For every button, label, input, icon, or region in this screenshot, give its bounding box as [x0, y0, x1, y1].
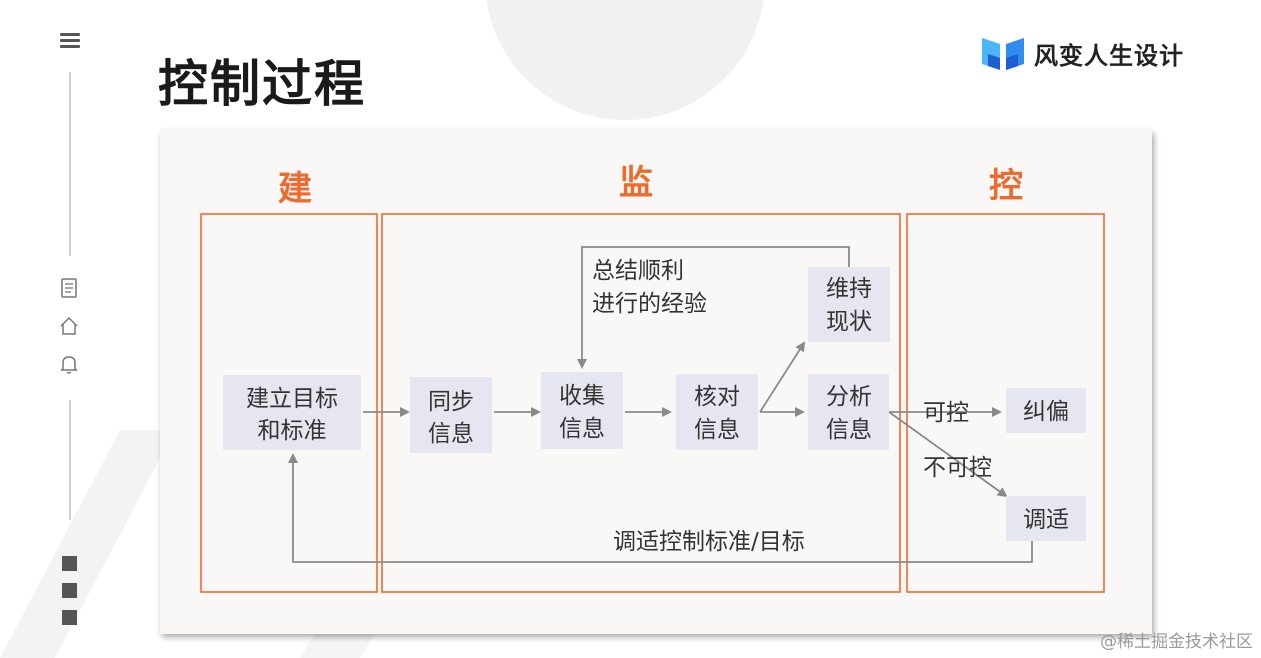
node-adjust-line1: 调适	[1023, 507, 1069, 533]
edge-label-uncontrollable: 不可控	[923, 455, 992, 481]
node-maintain: 维持 现状	[808, 267, 890, 342]
node-maintain-line1: 维持	[826, 276, 872, 302]
node-collect-line2: 信息	[559, 416, 605, 442]
document-icon[interactable]	[58, 277, 80, 299]
node-analyze-line2: 信息	[826, 417, 872, 443]
rail-divider-top	[69, 72, 71, 256]
bell-icon[interactable]	[58, 353, 80, 375]
section-frame-monitor	[381, 213, 901, 593]
edge-label-controllable: 可控	[923, 400, 969, 426]
node-set-goal-line2: 和标准	[258, 418, 327, 444]
edge-maintain-collect	[577, 246, 850, 369]
control-process-diagram: 建 监 控 建立目标 和标准 同步 信息	[200, 163, 1105, 593]
node-adjust: 调适	[1006, 496, 1086, 541]
node-analyze-line1: 分析	[826, 384, 872, 410]
page-title: 控制过程	[158, 55, 366, 113]
node-collect: 收集 信息	[541, 372, 623, 449]
watermark: @稀土掘金技术社区	[1100, 632, 1253, 652]
node-set-goal: 建立目标 和标准	[223, 375, 361, 450]
node-set-goal-line1: 建立目标	[246, 386, 338, 412]
node-sync-line2: 信息	[428, 421, 474, 447]
section-label-build: 建	[278, 169, 312, 209]
section-frame-build	[200, 213, 378, 593]
nav-square-3[interactable]	[62, 610, 77, 625]
section-frame-control	[906, 213, 1105, 593]
node-verify-line1: 核对	[694, 384, 740, 410]
nav-square-1[interactable]	[62, 556, 77, 571]
edge-label-summary-line2: 进行的经验	[592, 291, 707, 317]
menu-icon[interactable]	[60, 33, 80, 49]
diagram-card: 建 监 控 建立目标 和标准 同步 信息	[160, 130, 1152, 634]
section-label-monitor: 监	[619, 163, 653, 203]
node-maintain-line2: 现状	[826, 309, 872, 335]
home-icon[interactable]	[58, 315, 80, 337]
book-logo-icon	[982, 38, 1024, 70]
edge-adjust-goal	[288, 453, 1033, 563]
node-sync: 同步 信息	[410, 377, 492, 453]
rail-divider-bottom	[69, 400, 71, 520]
edge-analyze-adjust	[888, 411, 1008, 498]
background-circle	[485, 0, 765, 120]
edge-label-feedback: 调适控制标准/目标	[613, 529, 805, 555]
nav-square-2[interactable]	[62, 583, 77, 598]
brand-name: 风变人生设计	[1034, 41, 1184, 70]
node-collect-line1: 收集	[559, 383, 605, 409]
connectors	[288, 246, 1033, 563]
edge-label-summary-line1: 总结顺利	[592, 258, 684, 284]
node-sync-line1: 同步	[428, 389, 474, 415]
node-verify: 核对 信息	[676, 374, 758, 450]
node-analyze: 分析 信息	[808, 374, 889, 450]
section-label-control: 控	[989, 166, 1023, 206]
brand-logo: 风变人生设计	[980, 33, 1184, 73]
node-correct-line1: 纠偏	[1023, 399, 1069, 425]
node-verify-line2: 信息	[694, 417, 740, 443]
node-correct: 纠偏	[1006, 388, 1086, 433]
edge-verify-maintain	[759, 341, 806, 413]
